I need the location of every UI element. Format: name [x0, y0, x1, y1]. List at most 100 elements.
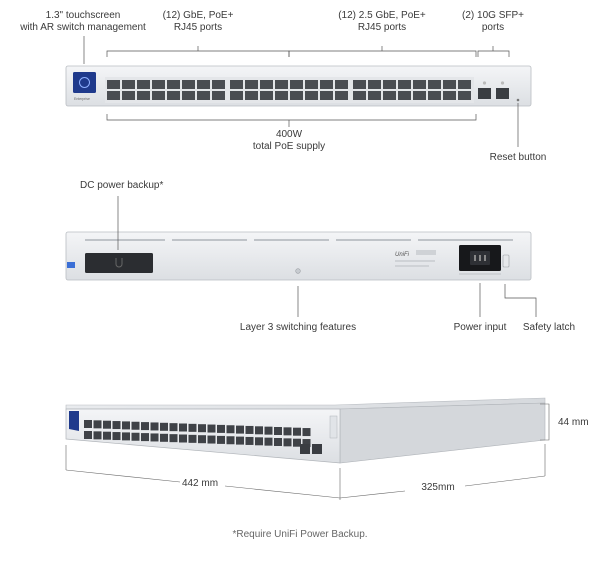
rj45-port	[428, 91, 441, 100]
reset-button-hole	[516, 98, 520, 102]
gbe25-ports-label: (12) 2.5 GbE, PoE+ RJ45 ports	[332, 10, 432, 34]
height-dimension-label: 44 mm	[558, 417, 589, 428]
iso-rj45-port	[283, 427, 292, 436]
rj45-port	[413, 91, 426, 100]
touchscreen-label-line2: with AR switch management	[20, 22, 146, 33]
iso-port-array	[84, 420, 311, 448]
rj45-port	[137, 80, 150, 89]
iso-rj45-port	[150, 422, 159, 431]
rj45-port	[122, 91, 135, 100]
rj45-port	[137, 91, 150, 100]
touchscreen	[73, 72, 96, 93]
gbe-ports-label: (12) GbE, PoE+ RJ45 ports	[148, 10, 248, 34]
power-input-label: Power input	[453, 322, 507, 333]
depth-dimension-label: 325mm	[421, 482, 455, 493]
iso-rj45-port	[293, 438, 301, 447]
iso-rj45-port	[160, 422, 168, 431]
rj45-port	[305, 80, 318, 89]
iso-rj45-port	[264, 426, 273, 435]
sfp-port-1	[478, 88, 491, 99]
poe-supply-label-line1: 400W	[275, 129, 303, 140]
rj45-port	[167, 91, 180, 100]
rj45-port	[383, 80, 396, 89]
rj45-port	[335, 80, 348, 89]
iso-rj45-port	[169, 423, 178, 432]
rj45-port	[398, 91, 411, 100]
iso-rj45-port	[293, 427, 301, 436]
rj45-port	[320, 91, 333, 100]
iso-rj45-port	[188, 434, 197, 443]
iso-rj45-port	[264, 437, 273, 446]
rj45-port	[368, 80, 381, 89]
iso-rj45-port	[226, 425, 235, 434]
iso-rj45-port	[207, 435, 216, 444]
rj45-port	[290, 91, 303, 100]
dimension-lines	[65, 403, 550, 500]
sfp-ports-label-line2: ports	[481, 22, 505, 33]
gbe25-ports-label-line1: (12) 2.5 GbE, PoE+	[338, 10, 426, 21]
front-panel: Enterprise	[65, 65, 532, 107]
rj45-port	[275, 80, 288, 89]
rj45-port	[260, 80, 273, 89]
rj45-port	[182, 80, 195, 89]
iso-rj45-port	[255, 437, 263, 446]
rj45-port-array	[105, 77, 474, 103]
rj45-port	[152, 80, 165, 89]
poe-supply-label-line2: total PoE supply	[252, 141, 326, 152]
iso-rj45-port	[141, 422, 149, 431]
rear-panel: UniFi	[65, 231, 532, 281]
iso-rj45-port	[160, 433, 168, 442]
touchscreen-label-line1: 1.3" touchscreen	[45, 10, 121, 21]
rj45-port	[383, 91, 396, 100]
rj45-port	[122, 80, 135, 89]
rj45-port	[212, 91, 225, 100]
iso-rj45-port	[131, 432, 140, 441]
iso-rj45-port	[169, 434, 178, 443]
iso-rj45-port	[112, 432, 121, 441]
rj45-port	[413, 80, 426, 89]
iso-rj45-port	[103, 431, 111, 440]
iso-rj45-port	[198, 435, 206, 444]
rj45-port	[458, 91, 471, 100]
rj45-port	[275, 91, 288, 100]
iso-rj45-port	[217, 435, 225, 444]
rj45-port	[107, 91, 120, 100]
rj45-port	[260, 91, 273, 100]
front-leaders	[83, 36, 519, 147]
rj45-port	[353, 80, 366, 89]
touchscreen-label: 1.3" touchscreen with AR switch manageme…	[16, 10, 150, 34]
iso-rj45-port	[112, 421, 121, 430]
iso-rj45-port	[179, 423, 187, 432]
sfp-ports-label-line1: (2) 10G SFP+	[462, 10, 524, 21]
iso-rj45-port	[274, 438, 282, 446]
gbe-ports-label-line1: (12) GbE, PoE+	[162, 10, 234, 21]
iso-rj45-port	[236, 425, 244, 434]
iso-rj45-port	[302, 439, 311, 448]
iso-rj45-port	[84, 431, 92, 439]
poe-supply-label: 400W total PoE supply	[239, 129, 339, 153]
svg-text:Enterprise: Enterprise	[74, 97, 90, 101]
rj45-port	[212, 80, 225, 89]
iso-rj45-port	[245, 436, 254, 445]
iso-rj45-port	[84, 420, 92, 428]
iso-rj45-port	[188, 423, 197, 432]
iso-rj45-port	[302, 428, 311, 437]
iso-rj45-port	[198, 424, 206, 433]
rj45-port	[398, 80, 411, 89]
reset-button-label: Reset button	[489, 152, 547, 163]
rj45-port	[305, 91, 318, 100]
unifi-logo: UniFi	[395, 252, 410, 258]
iso-rj45-port	[236, 436, 244, 445]
layer3-label: Layer 3 switching features	[239, 322, 357, 333]
rj45-port	[353, 91, 366, 100]
iso-rj45-port	[141, 433, 149, 442]
iso-rj45-port	[150, 433, 159, 442]
iso-rj45-port	[255, 426, 263, 435]
iso-rj45-port	[179, 434, 187, 443]
rj45-port	[152, 91, 165, 100]
rj45-port	[107, 80, 120, 89]
dc-power-backup-port	[85, 253, 153, 273]
width-dimension-label: 442 mm	[181, 478, 219, 489]
rj45-port	[245, 80, 258, 89]
